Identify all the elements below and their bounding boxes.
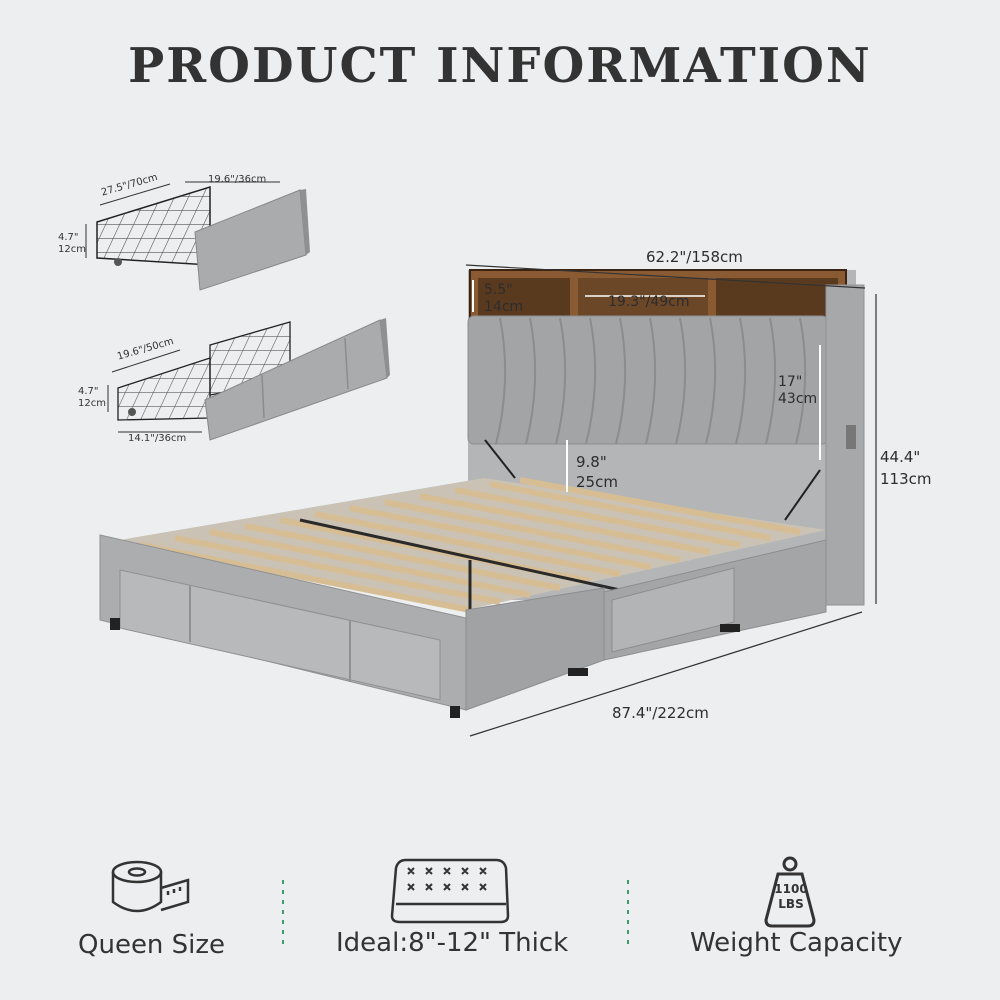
drawer-single-height-in: 4.7" xyxy=(58,232,79,243)
clearance-label: 9.8" 25cm xyxy=(576,452,618,492)
feature-dividers xyxy=(282,880,629,950)
bed-length-label: 87.4"/222cm xyxy=(612,704,709,722)
panel-height-cm: 43cm xyxy=(778,391,818,407)
shelf-height-cm: 14cm xyxy=(484,299,524,315)
feature-mattress-thickness: Ideal:8"-12" Thick xyxy=(336,928,569,958)
drawer-single-height-cm: 12cm xyxy=(58,244,86,255)
drawer-double-width: 14.1"/36cm xyxy=(128,433,187,444)
mattress-icon xyxy=(390,858,510,924)
clearance-cm: 25cm xyxy=(576,473,618,491)
total-height-label: 44.4" 113cm xyxy=(880,446,932,490)
double-drawer-illustration xyxy=(107,318,390,441)
drawer-double-height-cm: 12cm xyxy=(78,398,106,409)
single-drawer-illustration xyxy=(85,181,310,291)
page-title: PRODUCT INFORMATION xyxy=(128,38,872,94)
drawer-double-height: 4.7" 12cm xyxy=(78,386,106,410)
bed-illustration xyxy=(99,264,877,737)
total-height-in: 44.4" xyxy=(880,448,921,466)
feature-queen-size: Queen Size xyxy=(78,930,226,960)
shelf-width-label: 19.3"/49cm xyxy=(608,294,690,310)
weight-badge: 1100 LBS xyxy=(770,882,812,912)
shelf-height-label: 5.5" 14cm xyxy=(484,282,523,316)
shelf-height-in: 5.5" xyxy=(484,282,513,298)
panel-height-label: 17" 43cm xyxy=(778,374,817,408)
weight-badge-value: 1100 xyxy=(774,882,808,896)
drawer-single-height: 4.7" 12cm xyxy=(58,232,86,256)
headboard-width-label: 62.2"/158cm xyxy=(646,248,743,266)
clearance-in: 9.8" xyxy=(576,453,607,471)
tape-measure-icon xyxy=(111,860,190,913)
drawer-double-height-in: 4.7" xyxy=(78,386,99,397)
weight-badge-unit: LBS xyxy=(778,897,804,911)
weight-icon xyxy=(764,856,816,928)
total-height-cm: 113cm xyxy=(880,470,932,488)
drawer-single-width: 19.6"/36cm xyxy=(208,174,267,185)
panel-height-in: 17" xyxy=(778,374,803,390)
feature-weight-capacity: Weight Capacity xyxy=(690,928,903,958)
